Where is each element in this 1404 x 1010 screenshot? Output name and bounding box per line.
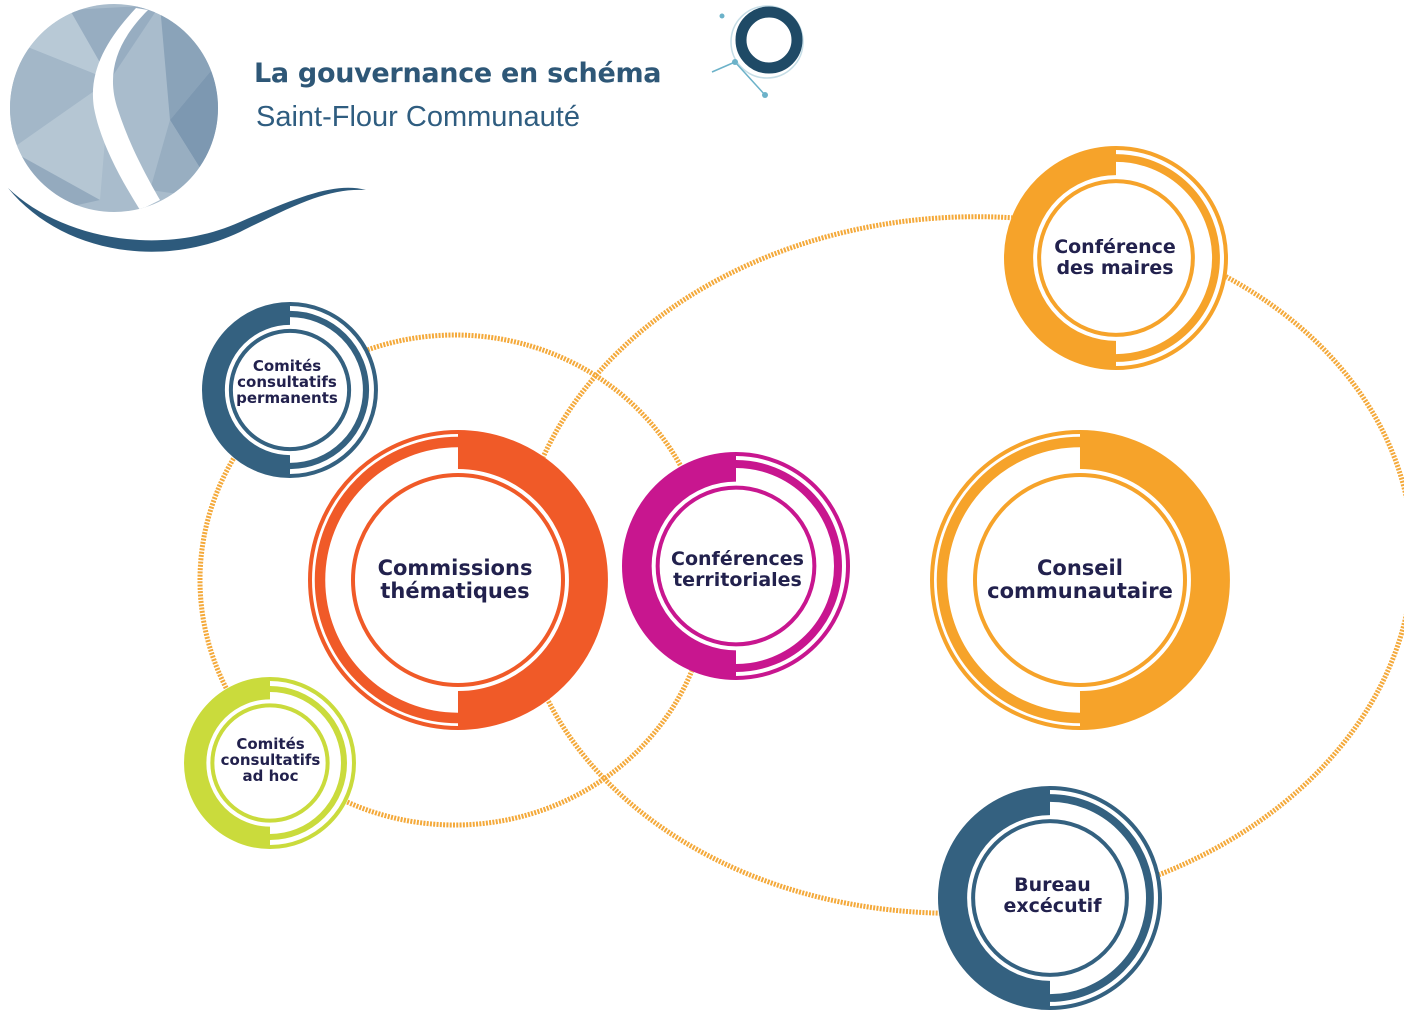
node-comites-permanents-outer-thin-arc [289, 302, 378, 478]
node-conferences-territoriales-thick-arc [622, 452, 737, 680]
label-conseil: Conseil communautaire [987, 556, 1173, 603]
node-comites-adhoc-thick-arc [184, 677, 271, 849]
node-conference-maires-mid-thin-arc [1115, 154, 1220, 362]
label-conference-maires: Conférence des maires [1054, 236, 1176, 279]
node-conseil-thick-arc [1079, 430, 1230, 730]
node-bureau-mid-thin-arc [1049, 794, 1154, 1002]
node-conference-maires-outer-thin-arc [1115, 146, 1228, 370]
node-comites-adhoc-inner-ring [210, 703, 330, 823]
node-conseil-inner-ring [973, 473, 1187, 687]
label-comites-permanents: Comités consultatifs permanents [236, 356, 338, 408]
nodes-layer [184, 146, 1230, 1010]
label-comites-adhoc: Comités consultatifs ad hoc [220, 734, 321, 786]
node-bureau-outer-thin-arc [1049, 786, 1162, 1010]
node-commissions-outer-thin-arc [308, 430, 459, 730]
node-comites-adhoc-outer-thin-arc [269, 677, 356, 849]
node-conferences-territoriales-outer-thin-arc [735, 452, 850, 680]
label-commissions: Commissions thématiques [377, 556, 533, 603]
node-commissions-mid-thin-arc [314, 436, 459, 724]
node-comites-permanents-inner-ring [228, 328, 352, 452]
node-bureau [938, 786, 1162, 1010]
node-bureau-thick-arc [938, 786, 1051, 1010]
label-bureau: Bureau excécutif [1003, 874, 1102, 917]
node-comites-permanents [202, 302, 378, 478]
node-commissions [308, 430, 608, 730]
node-conseil-mid-thin-arc [936, 436, 1081, 724]
node-bureau-inner-ring [971, 819, 1129, 977]
node-comites-adhoc-mid-thin-arc [269, 685, 347, 841]
node-conferences-territoriales-inner-ring [655, 485, 817, 647]
page-title: La gouvernance en schéma [254, 58, 662, 89]
node-comites-adhoc [184, 677, 356, 849]
page-subtitle: Saint-Flour Communauté [256, 101, 580, 133]
node-commissions-inner-ring [351, 473, 565, 687]
node-conferences-territoriales-mid-thin-arc [735, 460, 842, 672]
node-comites-permanents-thick-arc [202, 302, 291, 478]
node-conseil-outer-thin-arc [930, 430, 1081, 730]
node-conseil [930, 430, 1230, 730]
node-commissions-thick-arc [457, 430, 608, 730]
node-conference-maires-thick-arc [1004, 146, 1117, 370]
label-conferences-territoriales: Conférences territoriales [671, 548, 804, 591]
node-conference-maires [1004, 146, 1228, 370]
node-conference-maires-inner-ring [1037, 179, 1195, 337]
node-conferences-territoriales [622, 452, 850, 680]
node-comites-permanents-mid-thin-arc [289, 310, 369, 470]
